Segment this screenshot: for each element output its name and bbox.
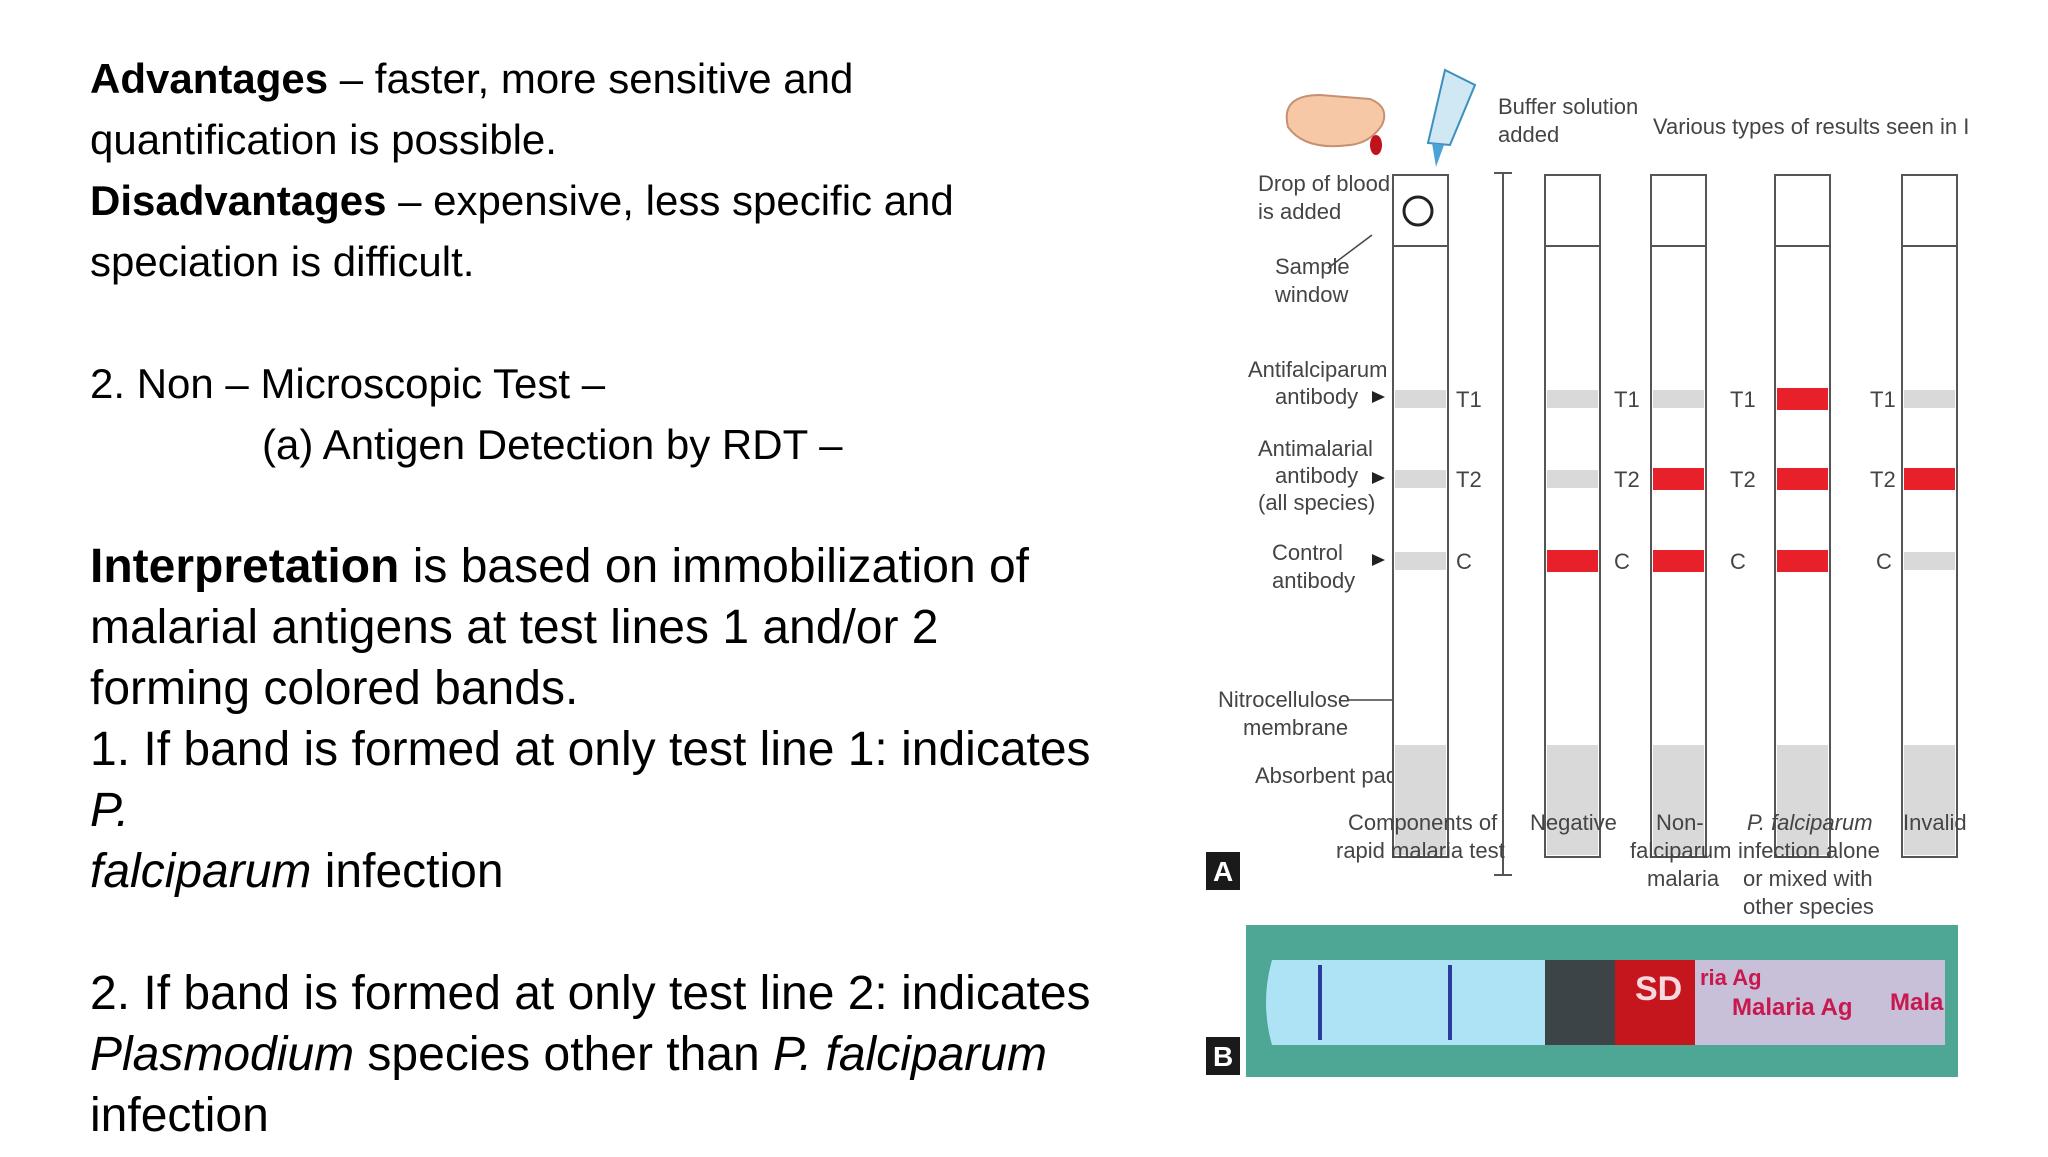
buffer-drop-icon [1432, 143, 1444, 167]
point-1-line-2: P. [90, 780, 1190, 841]
label-c-a: C [1456, 549, 1472, 574]
antimalarial-label-2: antibody [1275, 463, 1358, 488]
panel-b-badge [1206, 1037, 1240, 1075]
panel-a-label: A [1213, 856, 1233, 887]
photo-strip-blue [1266, 960, 1545, 1045]
p-falciparum-strip: T1 T2 C [1774, 174, 1896, 858]
p-falciparum-caption: P. falciparum [1747, 810, 1873, 835]
non-falciparum-caption: Non- [1656, 810, 1704, 835]
photo-ag-text-3: Mala [1890, 989, 1944, 1016]
blood-drop-icon [1370, 135, 1382, 155]
point-2-line-2: Plasmodium species other than P. falcipa… [90, 1024, 1190, 1085]
label-c-b: C [1614, 549, 1630, 574]
antimalarial-label-3: (all species) [1258, 490, 1375, 515]
species-name: falciparum [90, 845, 312, 898]
point-1-tail: infection [311, 845, 504, 898]
components-caption: Components of [1348, 810, 1498, 835]
p-falciparum-caption-3: or mixed with [1743, 866, 1873, 891]
label-c-d: C [1876, 549, 1892, 574]
p-falciparum-caption-4: other species [1743, 894, 1874, 919]
non-falciparum-caption-2: falciparum [1630, 838, 1731, 863]
panel-a-badge [1206, 852, 1240, 890]
absorbent-label: Absorbent pad [1255, 763, 1398, 788]
interpretation-text: is based on immobilization of [399, 540, 1030, 593]
dropper-icon [1426, 68, 1477, 147]
non-falciparum-strip: T1 T2 C [1650, 174, 1756, 858]
invalid-caption: Invalid [1903, 810, 1967, 835]
panel-b-label: B [1213, 1041, 1233, 1072]
drop-label: Drop of blood [1258, 171, 1390, 196]
label-t1-c: T1 [1730, 387, 1756, 412]
non-falciparum-caption-3: malaria [1647, 866, 1720, 891]
sample-label-2: window [1274, 282, 1348, 307]
slide-text: Advantages – faster, more sensitive and … [90, 48, 1190, 1146]
point-2-line-3: infection [90, 1089, 269, 1142]
buffer-label: Buffer solution [1498, 94, 1638, 119]
p-falciparum-caption-2: infection alone [1738, 838, 1880, 863]
non-microscopic-heading: 2. Non – Microscopic Test – [90, 360, 606, 407]
control-label: Control [1272, 540, 1343, 565]
point-1-line-3: falciparum infection [90, 841, 1190, 902]
point-2-line: 2. If band is formed at only test line 2… [90, 967, 1091, 1020]
label-t2-a: T2 [1456, 467, 1482, 492]
sample-window-icon [1402, 195, 1434, 227]
disadvantages-label: Disadvantages [90, 177, 387, 224]
photo-sd-text: SD [1635, 970, 1682, 1008]
negative-caption: Negative [1530, 810, 1617, 835]
nitrocellulose-label-2: membrane [1243, 715, 1348, 740]
interpretation-line-3: forming colored bands. [90, 662, 579, 715]
disadvantages-line-2: speciation is difficult. [90, 238, 475, 285]
control-label-2: antibody [1272, 568, 1355, 593]
label-t1-d: T1 [1870, 387, 1896, 412]
invalid-strip [1901, 174, 1958, 858]
results-caption: Various types of results seen in ICT [1653, 114, 1970, 139]
antifalciparum-label: Antifalciparum [1248, 357, 1387, 382]
photo-ag-text: ria Ag [1700, 965, 1762, 990]
rdt-figure: Buffer solution added Various types of r… [1200, 55, 1999, 1152]
negative-strip: T1 T2 C [1544, 174, 1640, 858]
antifalciparum-label-2: antibody [1275, 384, 1358, 409]
genus-name: Plasmodium [90, 1028, 355, 1081]
buffer-label-2: added [1498, 122, 1559, 147]
interpretation-line-2: malarial antigens at test lines 1 and/or… [90, 601, 939, 654]
interpretation-line: Interpretation is based on immobilizatio… [90, 536, 1190, 597]
label-t1-a: T1 [1456, 387, 1482, 412]
advantages-line-2: quantification is possible. [90, 116, 557, 163]
antigen-detection-subheading: (a) Antigen Detection by RDT – [262, 421, 843, 468]
drop-label-2: is added [1258, 199, 1341, 224]
advantages-text: – faster, more sensitive and [328, 55, 854, 102]
point-2-middle: species other than [354, 1028, 774, 1081]
sample-label: Sample [1275, 254, 1350, 279]
label-t1-b: T1 [1614, 387, 1640, 412]
components-caption-2: rapid malaria test [1336, 838, 1505, 863]
species-name-2: P. falciparum [773, 1028, 1047, 1081]
advantages-label: Advantages [90, 55, 329, 102]
antimalarial-label: Antimalarial [1258, 436, 1373, 461]
label-t2-b: T2 [1614, 467, 1640, 492]
photo-ag-text-2: Malaria Ag [1732, 994, 1852, 1021]
advantages-line: Advantages – faster, more sensitive and [90, 48, 1190, 109]
interpretation-label: Interpretation [90, 540, 400, 593]
species-abbrev: P. [90, 784, 130, 837]
label-t2-d: T2 [1870, 467, 1896, 492]
rdt-diagram: Buffer solution added Various types of r… [1206, 68, 1999, 1077]
label-t2-c: T2 [1730, 467, 1756, 492]
disadvantages-text: – expensive, less specific and [386, 177, 954, 224]
label-c-c: C [1730, 549, 1746, 574]
disadvantages-line: Disadvantages – expensive, less specific… [90, 170, 1190, 231]
components-strip: T1 T2 C [1392, 174, 1482, 858]
photo-strip-dark [1545, 960, 1615, 1045]
finger-icon [1285, 93, 1386, 148]
point-1-line: 1. If band is formed at only test line 1… [90, 723, 1091, 776]
nitrocellulose-label: Nitrocellulose [1218, 687, 1350, 712]
